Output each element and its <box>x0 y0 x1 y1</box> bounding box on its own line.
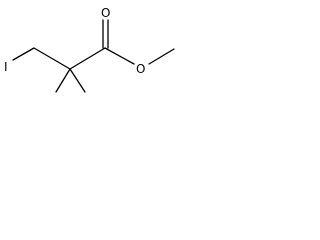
bond-quaternary-carbonyl <box>69 47 106 70</box>
ester-oxygen-label: O <box>136 62 145 76</box>
bond-iodine-ch2 <box>12 47 35 61</box>
bond-ch2-quaternary-carbon <box>33 47 71 70</box>
bond-methyl-2 <box>69 68 86 93</box>
iodine-atom-label: I <box>4 60 8 74</box>
bond-carbonyl-ester-oxygen <box>104 47 135 65</box>
skeletal-formula-diagram: I O O <box>4 6 175 93</box>
carbonyl-oxygen-label: O <box>101 6 110 20</box>
bond-ester-oxygen-methyl <box>148 48 175 65</box>
bond-methyl-1 <box>55 68 71 93</box>
